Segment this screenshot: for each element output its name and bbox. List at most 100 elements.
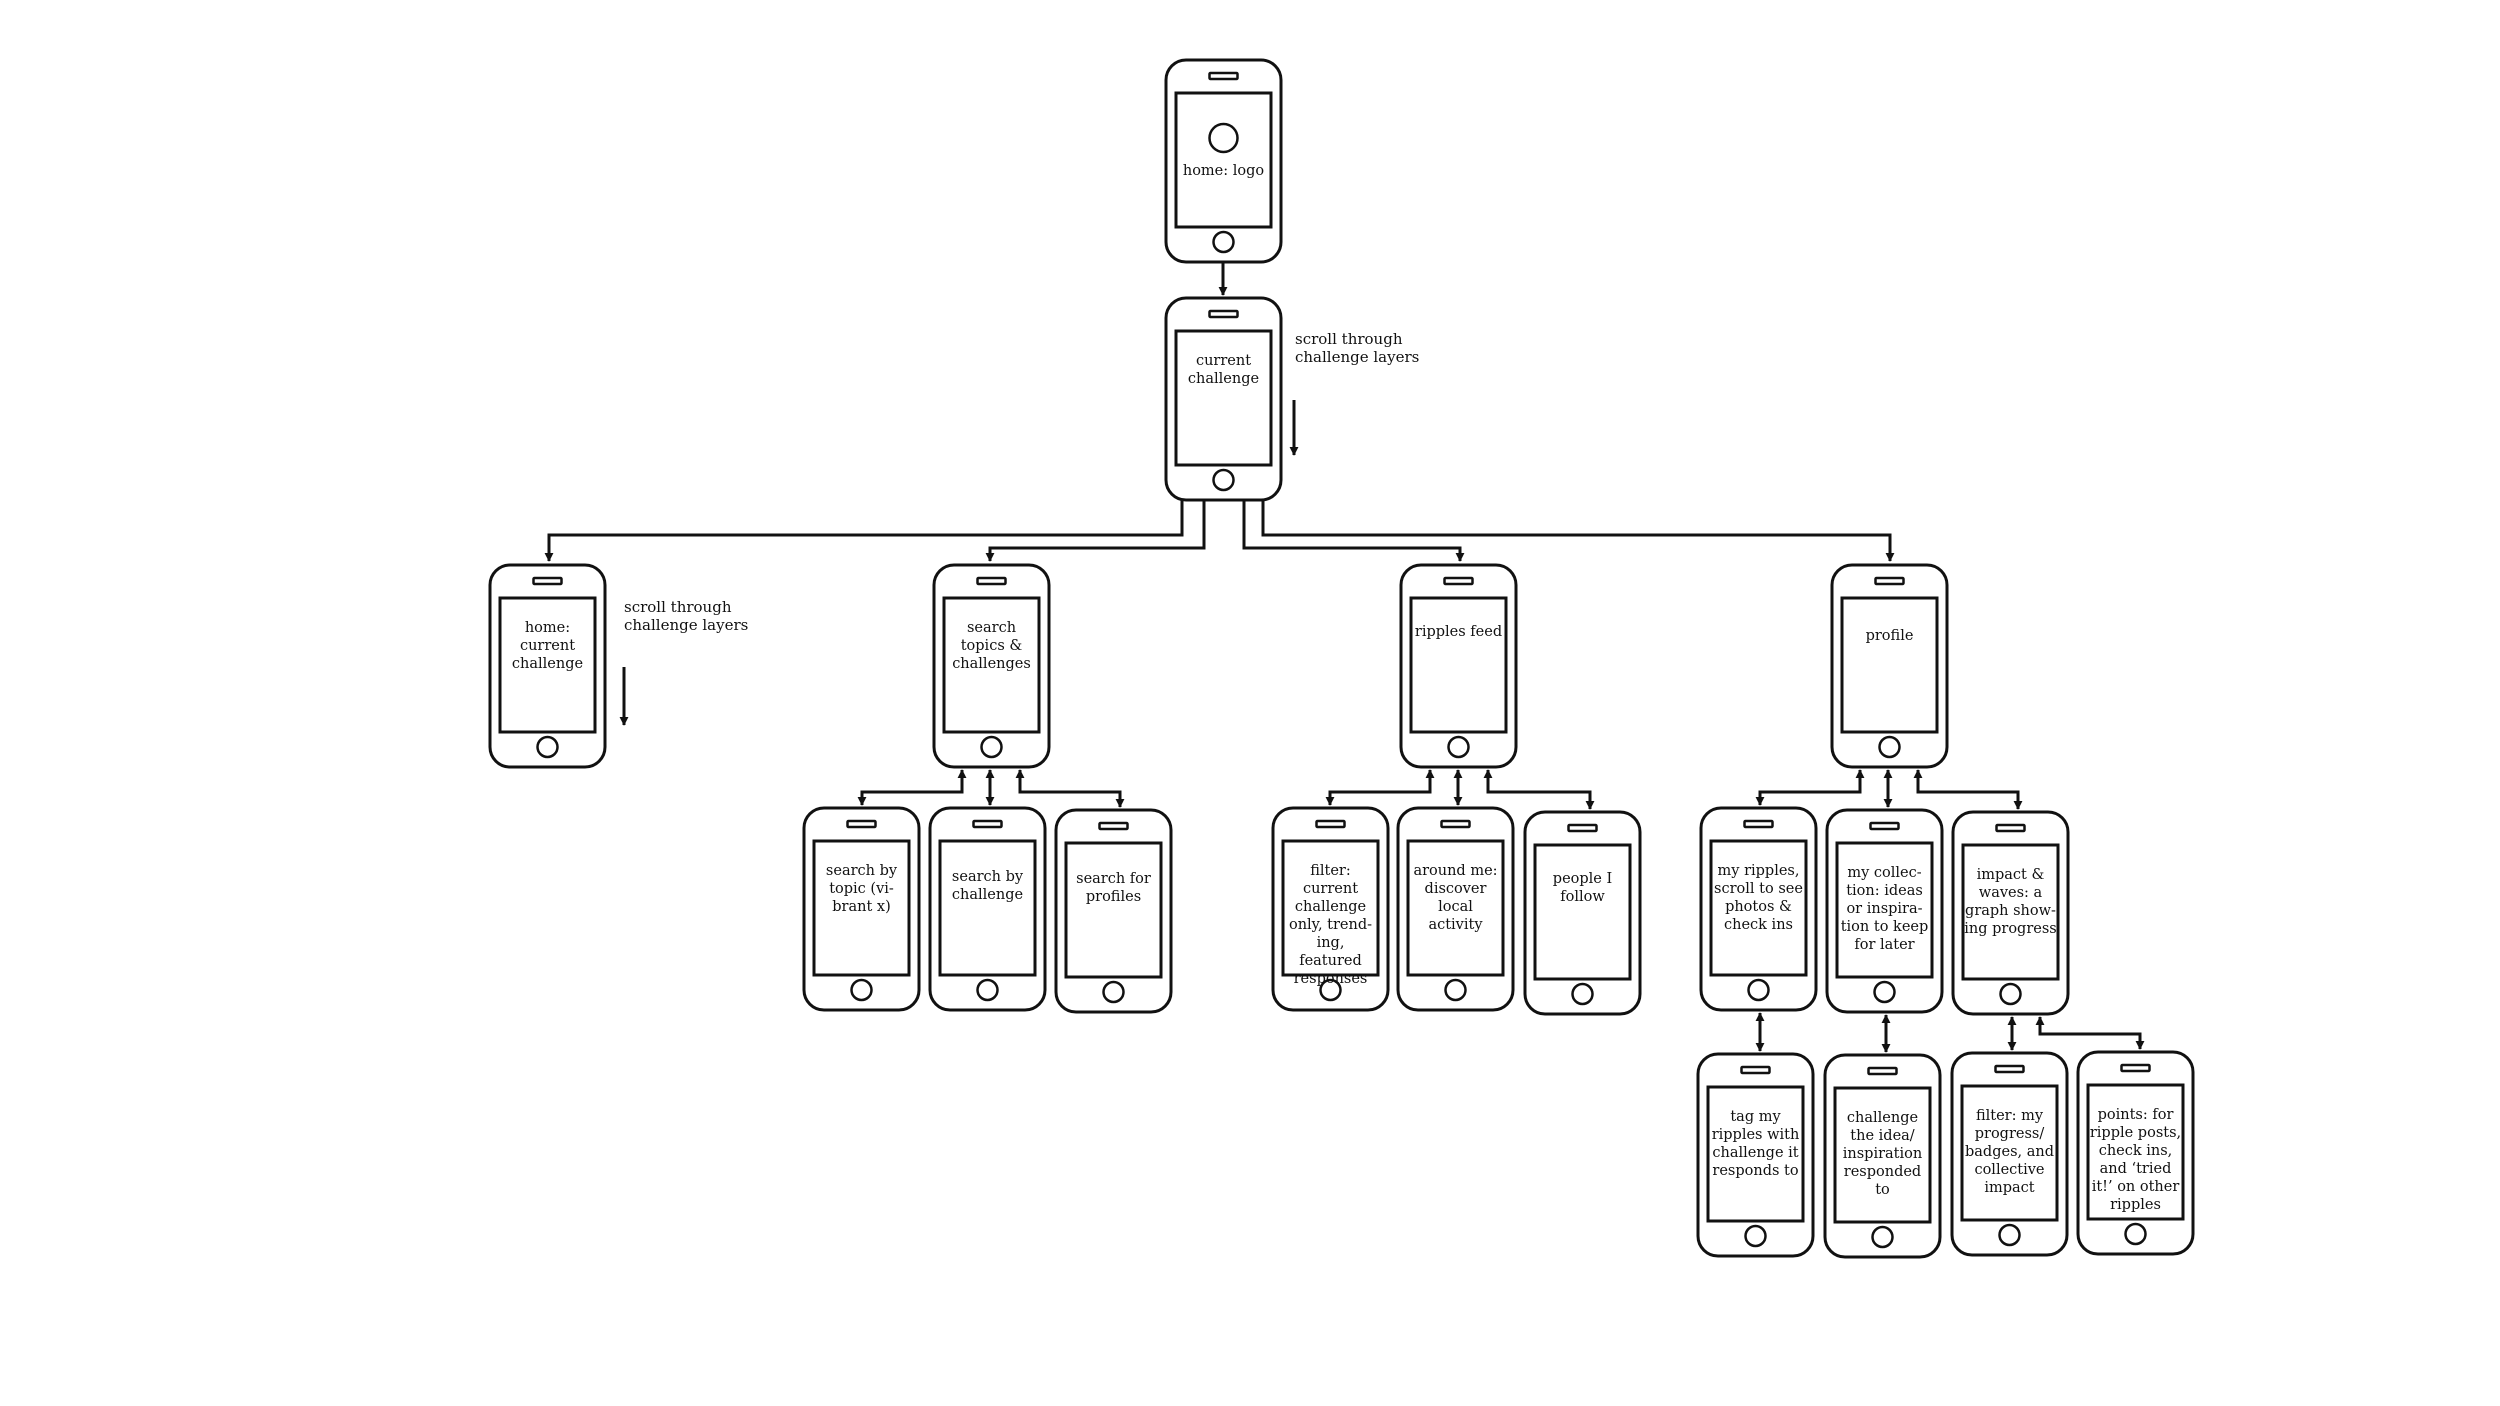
phone-home-current-challenge[interactable] <box>488 563 607 769</box>
phone-screen <box>1174 329 1273 467</box>
phone-screen <box>1709 839 1808 977</box>
speaker-slot-icon <box>1874 576 1905 586</box>
phone-points[interactable] <box>2076 1050 2195 1256</box>
home-button-icon <box>1999 982 2022 1006</box>
phone-screen <box>942 596 1041 734</box>
logo-circle-icon <box>1208 122 1239 154</box>
phone-ripples-feed[interactable] <box>1399 563 1518 769</box>
connector-current-challenge-to-home-current-challenge <box>544 500 1184 562</box>
speaker-slot-icon <box>1315 819 1346 829</box>
screen-label-search-topics-challenges: search topics & challenges <box>952 620 1031 672</box>
speaker-slot-icon <box>846 819 877 829</box>
phone-search-for-profiles[interactable] <box>1054 808 1173 1014</box>
phone-screen <box>1406 839 1505 977</box>
phone-search-by-challenge[interactable] <box>928 806 1047 1012</box>
screen-label-search-by-topic: search by topic (vi- brant x) <box>825 863 898 915</box>
speaker-slot-icon <box>1994 1064 2025 1074</box>
phone-challenge-the-idea[interactable] <box>1823 1053 1942 1259</box>
speaker-slot-icon <box>1208 71 1239 81</box>
phone-screen <box>1835 841 1934 979</box>
connector-ripples-feed-to-people-i-follow <box>1483 769 1595 810</box>
screen-label-tag-my-ripples: tag my ripples with challenge it respond… <box>1711 1109 1800 1179</box>
phone-screen <box>1174 91 1273 229</box>
home-button-icon <box>976 978 999 1002</box>
phone-around-me[interactable] <box>1396 806 1515 1012</box>
speaker-slot-icon <box>532 576 563 586</box>
phone-home-logo[interactable] <box>1164 58 1283 264</box>
connector-current-challenge-to-profile <box>1261 500 1895 562</box>
connector-current-challenge-to-ripples-feed <box>1242 500 1465 562</box>
home-button-icon <box>2124 1222 2147 1246</box>
screen-label-search-by-challenge: search by challenge <box>951 869 1024 903</box>
home-button-icon <box>850 978 873 1002</box>
phone-current-challenge[interactable] <box>1164 296 1283 502</box>
phone-filter-feed[interactable] <box>1271 806 1390 1012</box>
phone-impact-waves[interactable] <box>1951 810 2070 1016</box>
home-button-icon <box>536 735 559 759</box>
connector-current-challenge-to-search-topics-challenges <box>985 500 1206 562</box>
phone-tag-my-ripples[interactable] <box>1696 1052 1815 1258</box>
home-button-icon <box>1744 1224 1767 1248</box>
phone-screen <box>938 839 1037 977</box>
home-button-icon <box>980 735 1003 759</box>
phone-my-ripples[interactable] <box>1699 806 1818 1012</box>
speaker-slot-icon <box>1443 576 1474 586</box>
speaker-slot-icon <box>972 819 1003 829</box>
phone-people-i-follow[interactable] <box>1523 810 1642 1016</box>
speaker-slot-icon <box>1567 823 1598 833</box>
screen-label-current-challenge: current challenge <box>1187 353 1260 387</box>
speaker-slot-icon <box>1995 823 2026 833</box>
phone-screen <box>812 839 911 977</box>
phone-screen <box>498 596 597 734</box>
screen-label-search-for-profiles: search for profiles <box>1076 871 1151 905</box>
screen-label-impact-waves: impact & waves: a graph show- ing progre… <box>1964 867 2057 937</box>
scroll-note-home: scroll through challenge layers <box>624 598 749 634</box>
connector-search-topics-challenges-to-search-by-topic <box>857 769 967 806</box>
phone-screen <box>1064 841 1163 979</box>
screen-label-my-collection: my collec- tion: ideas or inspira- tion … <box>1840 865 1929 953</box>
phone-profile[interactable] <box>1830 563 1949 769</box>
home-button-icon <box>1571 982 1594 1006</box>
screen-label-people-i-follow: people I follow <box>1552 871 1613 905</box>
home-button-icon <box>1212 230 1235 254</box>
screen-label-home-current-challenge: home: current challenge <box>511 620 584 672</box>
screen-label-home-logo: home: logo <box>1182 163 1265 179</box>
phone-my-collection[interactable] <box>1825 808 1944 1014</box>
phone-screen <box>1961 843 2060 981</box>
speaker-slot-icon <box>1743 819 1774 829</box>
screen-label-challenge-the-idea: challenge the idea/ inspiration responde… <box>1842 1110 1923 1198</box>
phone-screen <box>1960 1084 2059 1222</box>
phone-filter-progress[interactable] <box>1950 1051 2069 1257</box>
phone-screen-layer <box>488 58 2195 1259</box>
screen-label-filter-progress: filter: my progress/ badges, and collect… <box>1965 1108 2054 1196</box>
phone-search-topics-challenges[interactable] <box>932 563 1051 769</box>
screen-label-ripples-feed: ripples feed <box>1414 624 1503 640</box>
speaker-slot-icon <box>1440 819 1471 829</box>
screen-label-profile: profile <box>1865 628 1914 644</box>
speaker-slot-icon <box>976 576 1007 586</box>
screen-label-filter-feed: filter: current challenge only, trend- i… <box>1288 863 1373 987</box>
home-button-icon <box>1444 978 1467 1002</box>
phone-screen <box>1281 839 1380 977</box>
connector-profile-to-my-ripples <box>1755 769 1865 806</box>
phone-search-by-topic[interactable] <box>802 806 921 1012</box>
connector-search-topics-challenges-to-search-for-profiles <box>1015 769 1125 808</box>
phone-screen <box>1833 1086 1932 1224</box>
speaker-slot-icon <box>1098 821 1129 831</box>
home-button-icon <box>1873 980 1896 1004</box>
phone-screen <box>1533 843 1632 981</box>
phone-screen <box>1706 1085 1805 1223</box>
home-button-icon <box>1871 1225 1894 1249</box>
home-button-icon <box>1319 978 1342 1002</box>
home-button-icon <box>1878 735 1901 759</box>
home-button-icon <box>1998 1223 2021 1247</box>
connector-impact-waves-to-points <box>2035 1016 2145 1050</box>
screen-label-around-me: around me: discover local activity <box>1413 863 1498 933</box>
phone-screen <box>1409 596 1508 734</box>
speaker-slot-icon <box>1869 821 1900 831</box>
home-button-icon <box>1212 468 1235 492</box>
connector-ripples-feed-to-filter-feed <box>1325 769 1435 806</box>
phone-screen <box>2086 1083 2185 1221</box>
phone-screen <box>1840 596 1939 734</box>
